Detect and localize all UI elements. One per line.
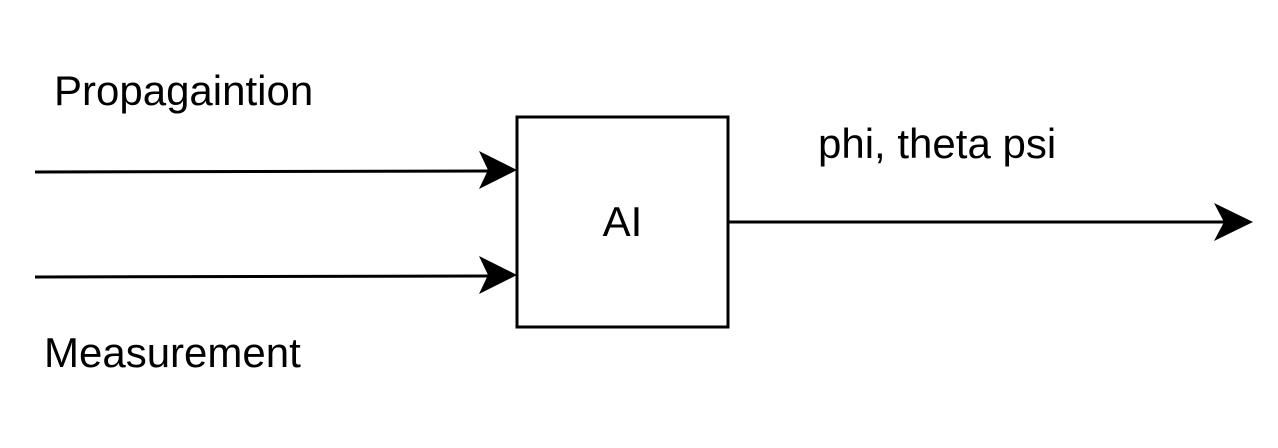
ai-block-label: AI (602, 198, 643, 245)
output-arrow-head (1214, 203, 1253, 241)
ai-block (515, 115, 730, 329)
propagation-arrow-line (34, 169, 491, 174)
measurement-arrow-head (479, 256, 517, 294)
measurement-arrow-line (34, 274, 491, 279)
output-label: phi, theta psi (818, 120, 1057, 167)
measurement-label: Measurement (44, 329, 301, 376)
propagation-label: Propagaintion (54, 67, 314, 114)
propagation-arrow-head (479, 151, 517, 189)
